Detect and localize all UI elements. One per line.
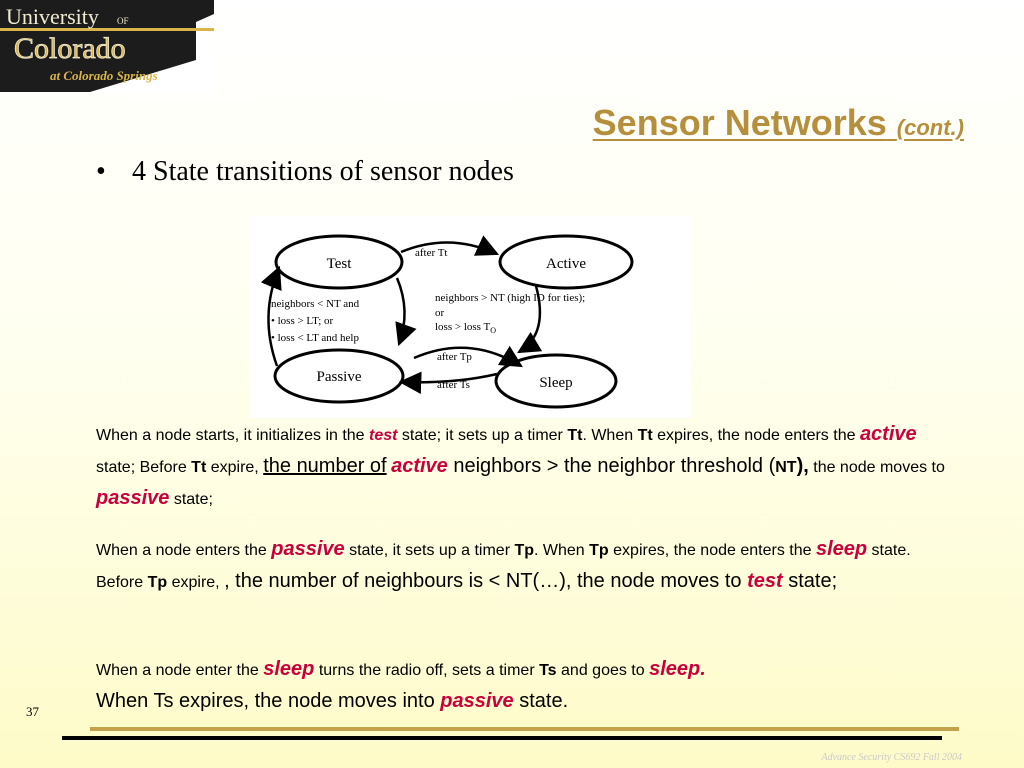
text: When a node starts, it initializes in th… [96,427,370,444]
university-logo: University OF Colorado at Colorado Sprin… [0,0,214,92]
keyword-tp: Tp [147,574,168,591]
text: expire, [167,574,225,591]
text: state; it sets up a timer [397,427,568,444]
text: ), [796,455,809,477]
state-sleep-label: Sleep [539,375,572,391]
keyword-tt: Tt [567,427,583,444]
label-after-tt: after Tt [415,247,447,259]
arrow-test-to-active [400,235,500,256]
label-right-3-sub: O [490,326,496,335]
text: state, it sets up a timer [344,542,515,559]
text: and goes to [556,662,650,679]
slide-title: Sensor Networks (cont.) [593,102,964,144]
title-main: Sensor Networks [592,102,887,143]
keyword-sleep: sleep [263,658,315,680]
keyword-active: active [859,423,917,445]
arrow-passive-to-test [260,265,282,367]
logo-background [0,0,214,92]
paragraph-sleep-state: When a node enter the sleep turns the ra… [96,654,958,718]
text: state; [169,491,213,508]
state-passive-label: Passive [317,369,362,385]
text: state; [782,570,838,592]
text: . When [582,427,638,444]
label-after-tp: after Tp [437,351,472,363]
arrow-sleep-to-passive [398,371,498,395]
footer-text: Advance Security CS692 Fall 2004 [821,752,962,763]
keyword-test: test [747,570,783,592]
logo-stripe [0,28,214,31]
label-right-1: neighbors > NT (high ID for ties); [435,292,585,304]
arrow-test-to-passive [395,277,417,347]
keyword-tp: Tp [589,542,609,559]
text: neighbors > the neighbor threshold ( [447,455,776,477]
text: state. [513,690,569,712]
keyword-passive: passive [96,487,170,509]
keyword-ts: Ts [539,662,557,679]
title-cont: (cont.) [896,115,964,140]
footer-rule-black [62,736,942,740]
state-test-node [274,234,404,290]
arrow-active-to-sleep [517,285,543,354]
keyword-tp: Tp [514,542,535,559]
state-transition-diagram: Test Active Passive Sleep after Tt neigh… [249,216,691,418]
keyword-active: active [391,455,448,477]
text: . When [534,542,590,559]
state-test-label: Test [327,256,353,272]
text: When a node enter the [96,662,264,679]
logo-of: OF [117,16,129,26]
keyword-test: test [369,427,398,444]
slide-number: 37 [26,704,39,719]
text: state; Before [96,459,192,476]
text: the node moves to [808,459,945,476]
label-right-2: or [435,307,445,319]
text: turns the radio off, sets a timer [314,662,540,679]
label-left-3: • loss < LT and help [271,332,359,344]
keyword-sleep: sleep. [649,658,706,680]
bullet-text: 4 State transitions of sensor nodes [132,156,514,187]
underlined-phrase: the number of [263,455,387,477]
state-active-node [498,234,634,290]
state-active-label: Active [546,256,586,272]
text: When Ts expires, the node moves into [96,690,441,712]
keyword-passive: passive [440,690,514,712]
state-sleep-node [494,353,618,409]
logo-line2: Colorado [14,32,126,65]
keyword-tt: Tt [191,459,207,476]
text: , the number of neighbours is < NT(…), t… [224,570,748,592]
text: expires, the node enters the [652,427,860,444]
keyword-passive: passive [271,538,345,560]
label-right-3: loss > loss TO [435,321,496,335]
keyword-tt: Tt [637,427,653,444]
footer-rule-gold [90,727,959,731]
text: expire, [206,459,264,476]
bullet-marker: • [96,156,106,187]
label-right-3-main: loss > loss T [435,321,490,333]
text: expires, the node enters the [608,542,816,559]
keyword-nt: NT [775,459,797,476]
label-left-2: • loss > LT; or [271,315,334,327]
paragraph-passive-state: When a node enters the passive state, it… [96,534,958,598]
text: When a node enters the [96,542,272,559]
text: state. Before [96,542,911,591]
arrow-passive-to-sleep [413,345,523,368]
logo-line3: at Colorado Springs [50,68,158,83]
bullet-point: • 4 State transitions of sensor nodes [96,156,514,188]
keyword-sleep: sleep [815,538,868,560]
logo-line1: University [6,4,99,29]
label-after-ts: after Ts [437,379,470,391]
paragraph-start-state: When a node starts, it initializes in th… [96,419,958,515]
label-left-1: neighbors < NT and [271,298,360,310]
